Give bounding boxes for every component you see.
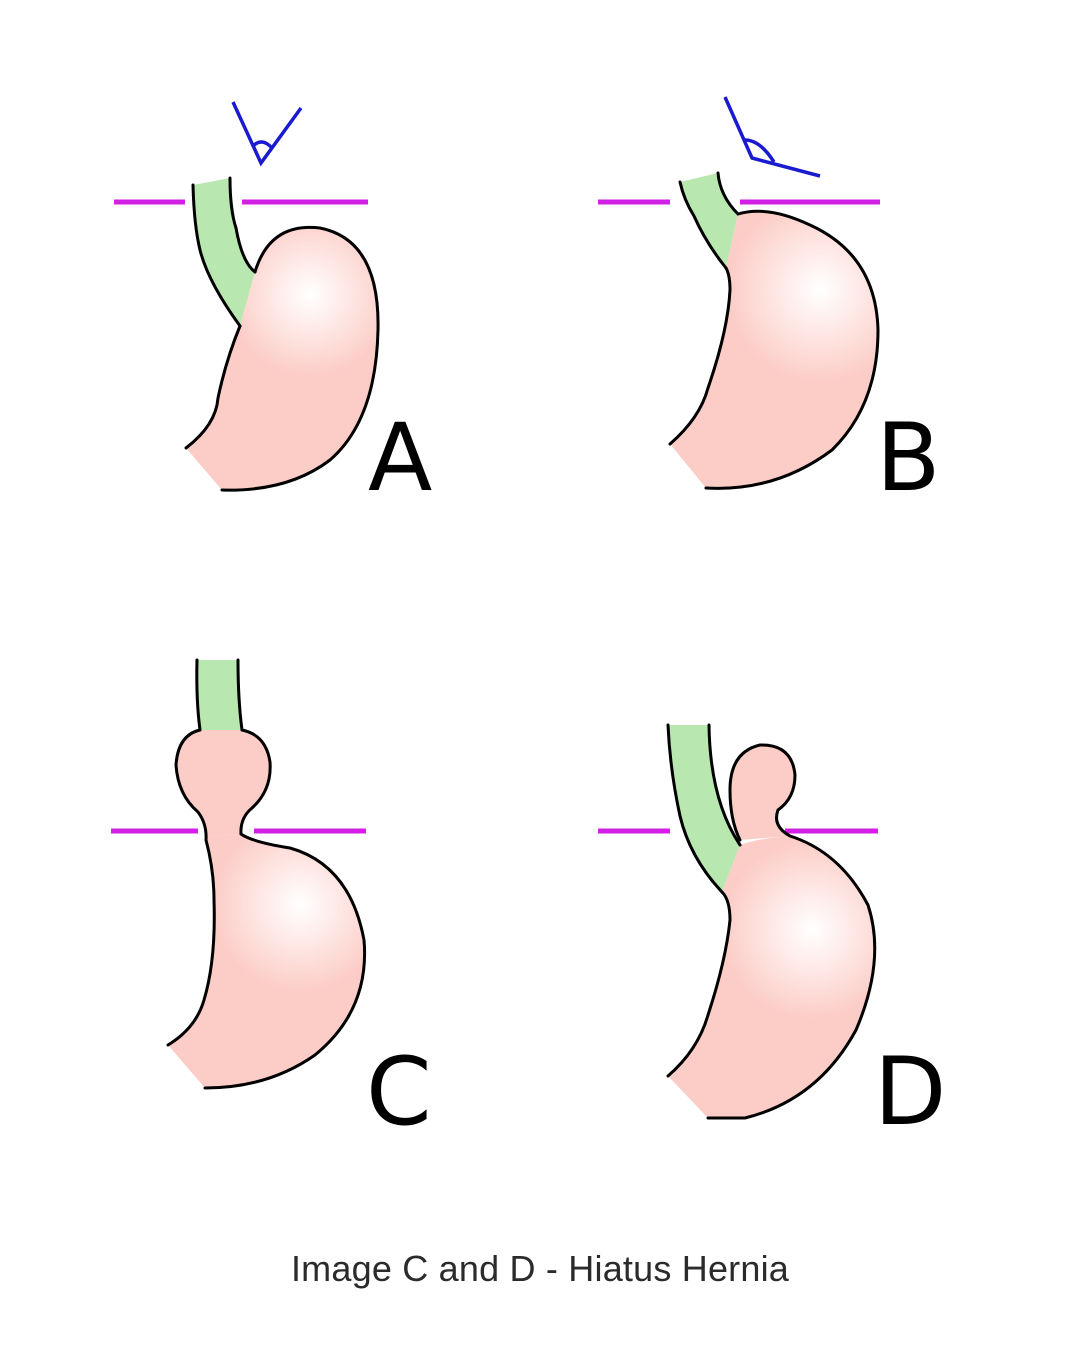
angle-marker — [231, 101, 303, 167]
panel-b: B — [598, 96, 941, 513]
esophagus — [197, 660, 242, 730]
hernia-sac — [176, 730, 271, 836]
panel-label: C — [366, 1038, 432, 1147]
hiatus-hernia-diagram: A B — [111, 96, 946, 1147]
panel-c: C — [111, 658, 432, 1147]
stomach — [668, 836, 875, 1118]
stomach — [186, 227, 379, 491]
caption: Image C and D - Hiatus Hernia — [290, 1248, 789, 1289]
panel-label: A — [368, 404, 432, 513]
esophagus — [193, 178, 255, 326]
panel-a: A — [114, 101, 432, 513]
esophagus — [668, 725, 740, 892]
hernia-sac — [730, 744, 795, 840]
stomach — [670, 211, 878, 489]
panel-d: D — [598, 723, 946, 1147]
stomach — [168, 834, 365, 1088]
panel-label: D — [874, 1038, 946, 1147]
angle-marker — [723, 96, 821, 178]
panel-label: B — [876, 404, 941, 513]
